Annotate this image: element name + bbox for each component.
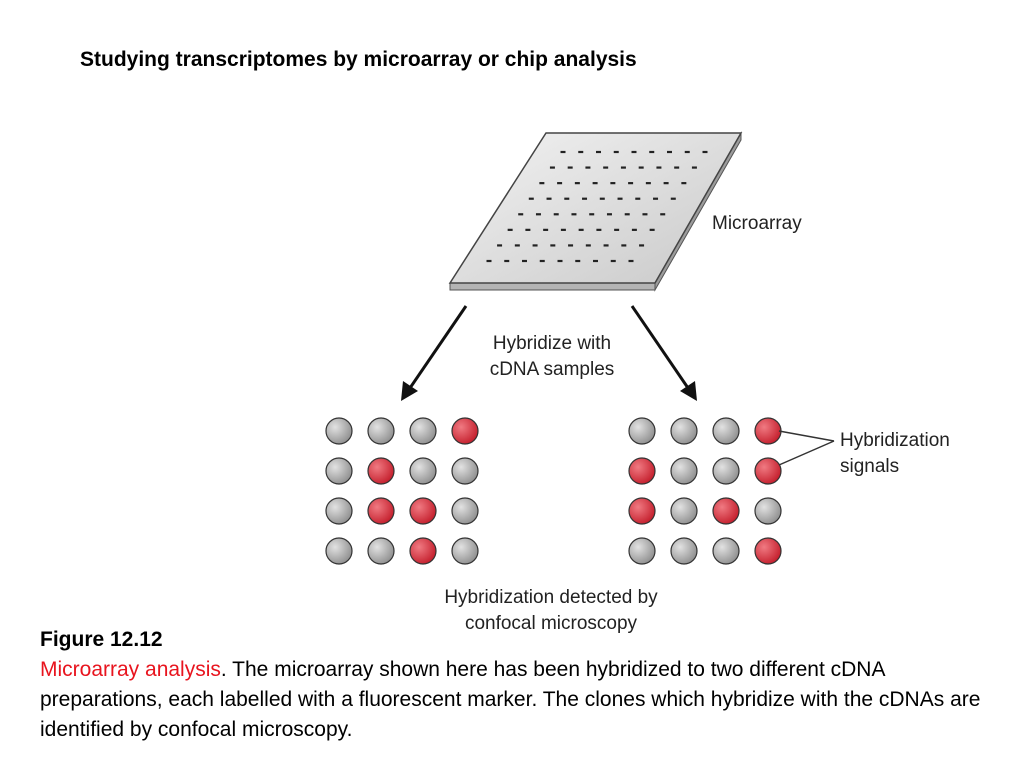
spot-hybridized bbox=[628, 457, 656, 485]
spot-hybridized bbox=[409, 537, 437, 565]
signal-callout-lines bbox=[778, 430, 835, 466]
spot-unhybridized bbox=[451, 497, 479, 525]
hybridize-label-line2: cDNA samples bbox=[490, 359, 615, 380]
caption-body: . The microarray shown here has been hyb… bbox=[40, 658, 981, 741]
spot-unhybridized bbox=[325, 457, 353, 485]
spot-hybridized bbox=[754, 417, 782, 445]
spot-unhybridized bbox=[367, 537, 395, 565]
detected-label-line1: Hybridization detected by bbox=[444, 587, 658, 608]
spot-unhybridized bbox=[451, 457, 479, 485]
spot-unhybridized bbox=[325, 497, 353, 525]
arrow-left bbox=[401, 305, 468, 401]
caption-lead: Microarray analysis bbox=[40, 658, 221, 681]
spot-unhybridized bbox=[754, 497, 782, 525]
spot-unhybridized bbox=[670, 417, 698, 445]
spot-grid-right bbox=[628, 417, 782, 565]
spot-unhybridized bbox=[325, 417, 353, 445]
signals-label-line1: Hybridization bbox=[840, 430, 950, 451]
spot-hybridized bbox=[367, 457, 395, 485]
spot-unhybridized bbox=[712, 537, 740, 565]
spot-unhybridized bbox=[670, 497, 698, 525]
spot-hybridized bbox=[367, 497, 395, 525]
spot-unhybridized bbox=[712, 457, 740, 485]
spot-unhybridized bbox=[409, 457, 437, 485]
spot-unhybridized bbox=[628, 537, 656, 565]
hybridize-label-line1: Hybridize with bbox=[493, 333, 611, 354]
spot-hybridized bbox=[712, 497, 740, 525]
detected-label-line2: confocal microscopy bbox=[465, 613, 638, 634]
spot-hybridized bbox=[409, 497, 437, 525]
signals-label-line2: signals bbox=[840, 456, 899, 477]
microarray-slide bbox=[448, 131, 743, 292]
figure-number: Figure 12.12 bbox=[40, 628, 163, 651]
arrow-right bbox=[630, 305, 697, 401]
spot-hybridized bbox=[754, 457, 782, 485]
slide-title: Studying transcriptomes by microarray or… bbox=[80, 48, 637, 71]
spot-unhybridized bbox=[451, 537, 479, 565]
spot-hybridized bbox=[754, 537, 782, 565]
spot-unhybridized bbox=[670, 457, 698, 485]
spot-unhybridized bbox=[409, 417, 437, 445]
slide-front-edge bbox=[449, 282, 656, 291]
spot-unhybridized bbox=[670, 537, 698, 565]
microarray-label: Microarray bbox=[712, 213, 802, 234]
figure-caption: Figure 12.12 Microarray analysis. The mi… bbox=[40, 625, 1000, 745]
spot-grid-left bbox=[325, 417, 479, 565]
spot-unhybridized bbox=[367, 417, 395, 445]
spot-unhybridized bbox=[325, 537, 353, 565]
spot-unhybridized bbox=[628, 417, 656, 445]
spot-hybridized bbox=[451, 417, 479, 445]
spot-hybridized bbox=[628, 497, 656, 525]
spot-unhybridized bbox=[712, 417, 740, 445]
slide-top-surface bbox=[448, 132, 743, 284]
slide-spots bbox=[486, 150, 708, 263]
